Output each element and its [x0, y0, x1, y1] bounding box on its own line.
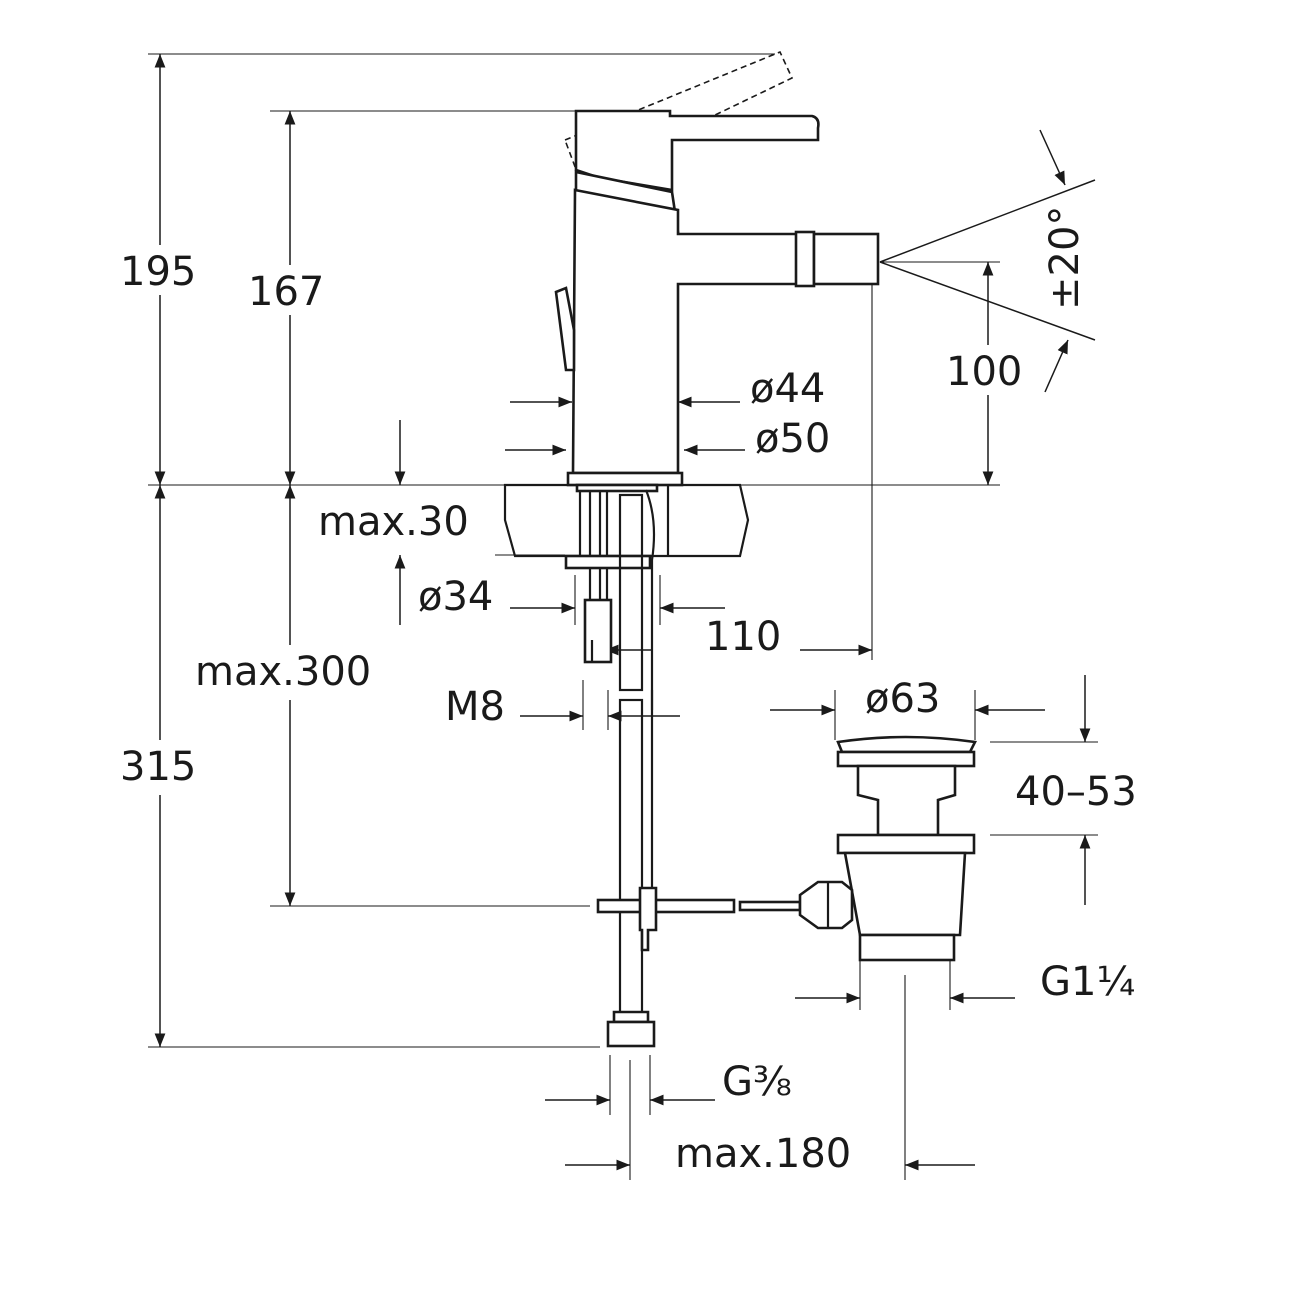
label-base-diameter: ø50: [755, 416, 830, 462]
label-waste-thread: G1¼: [1040, 959, 1135, 1005]
label-max-offset: max.180: [675, 1131, 851, 1177]
label-shank-diameter: ø34: [418, 574, 493, 620]
label-spout-height: 167: [248, 269, 324, 315]
label-below-deck: 315: [120, 744, 196, 790]
waste-drain: [798, 735, 977, 962]
label-jet-height: 100: [946, 349, 1022, 395]
mixer-body: [554, 50, 880, 493]
label-waste-range: 40–53: [1015, 769, 1137, 815]
dimension-arrows: [154, 54, 1096, 1171]
dimension-labels: 195 167 100 ±20° ø44 ø50 max.30 ø34 110 …: [120, 206, 1137, 1177]
label-total-height: 195: [120, 249, 196, 295]
label-stud: M8: [445, 684, 505, 730]
label-spout-reach: 110: [705, 614, 781, 660]
underdeck-assembly: [564, 489, 802, 1048]
label-max-deck: max.30: [318, 499, 469, 545]
label-jet-angle: ±20°: [1042, 206, 1088, 310]
label-waste-diameter: ø63: [865, 676, 940, 722]
label-supply-thread: G⅜: [722, 1059, 792, 1105]
label-max-below: max.300: [195, 649, 371, 695]
label-body-diameter: ø44: [750, 366, 825, 412]
